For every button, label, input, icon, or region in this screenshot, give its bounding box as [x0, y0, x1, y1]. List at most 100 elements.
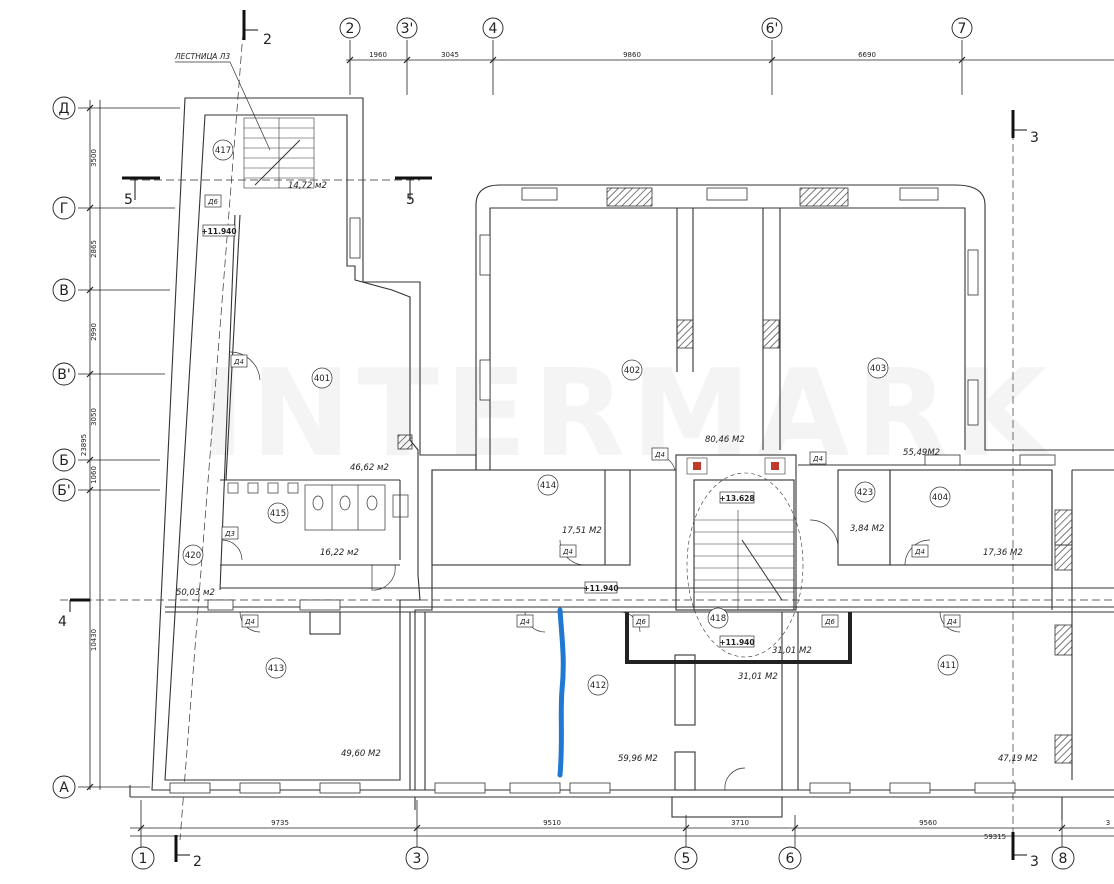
room-number-403: 403	[870, 364, 886, 374]
room-area-401: 46,62 м2	[350, 463, 389, 473]
level-mark-corridor: +11.940	[583, 584, 618, 593]
stair-418-vents	[693, 462, 779, 470]
dim-9735: 9735	[271, 819, 289, 827]
dim-2865: 2865	[90, 240, 98, 258]
room-number-413: 413	[268, 664, 284, 674]
level-mark-stair-bottom: +11.940	[719, 638, 754, 647]
room-area-404: 17,36 М2	[983, 548, 1023, 558]
room-area-418-lower: 31,01 М2	[738, 672, 778, 682]
dim-9560: 9560	[919, 819, 937, 827]
door-tag-d4-402: Д4	[654, 451, 665, 459]
room-number-420: 420	[185, 551, 201, 561]
stair-l3-leader-diag	[229, 61, 271, 151]
section-cut-arrows	[69, 29, 1027, 856]
stair-l3-label: ЛЕСТНИЦА Л3	[174, 52, 230, 61]
room-area-418: 31,01 М2	[772, 646, 812, 656]
room-number-417: 417	[215, 146, 231, 156]
dim-1060: 1060	[90, 466, 98, 484]
axis-label-4: 4	[489, 21, 498, 37]
room-number-411: 411	[940, 661, 956, 671]
door-tag-d6-418-right: Д6	[824, 618, 835, 626]
dimension-lines	[78, 40, 1114, 848]
level-mark-417: +11.940	[201, 227, 236, 236]
room-number-402: 402	[624, 366, 640, 376]
room-number-412: 412	[590, 681, 606, 691]
room-area-402: 80,46 М2	[705, 435, 745, 445]
building-walls	[129, 97, 1114, 820]
door-tag-d6-417: Д6	[207, 198, 218, 206]
axis-label-2: 2	[346, 21, 355, 37]
room-number-423: 423	[857, 488, 873, 498]
room-area-411: 47,19 М2	[998, 754, 1038, 764]
axis-label-5: 5	[682, 851, 691, 867]
axis-label-G: Г	[60, 201, 69, 217]
level-mark-stair-top: +13.628	[719, 494, 754, 503]
cut-label-3-bottom: 3	[1030, 854, 1039, 870]
cut-label-5-left: 5	[124, 192, 133, 208]
axis-label-3prime: 3'	[401, 21, 414, 37]
cut-label-2-bottom: 2	[193, 854, 202, 870]
section-cut-lines	[60, 19, 1114, 841]
axis-label-D: Д	[59, 101, 70, 117]
stair-417-treads	[243, 117, 315, 189]
room-area-403: 55,49М2	[903, 448, 940, 458]
door-tag-d4-403: Д4	[812, 455, 823, 463]
cut-label-4: 4	[58, 614, 67, 630]
dim-partial: 3	[1106, 819, 1110, 827]
axis-label-B: Б	[59, 453, 69, 469]
door-tag-d4-401: Д4	[233, 358, 244, 366]
room-number-404: 404	[932, 493, 948, 503]
door-tag-d6-418-left: Д6	[635, 618, 646, 626]
door-tag-d4-414: Д4	[562, 548, 573, 556]
bottom-axis-markers	[131, 846, 1075, 870]
axis-label-V: В	[59, 283, 69, 299]
door-tag-d4-413: Д4	[244, 618, 255, 626]
dim-9510: 9510	[543, 819, 561, 827]
left-axis-markers	[52, 96, 76, 799]
top-axis-markers	[339, 17, 973, 39]
door-tag-boxes	[204, 194, 961, 628]
dim-23895: 23895	[80, 434, 88, 456]
room-number-414: 414	[540, 481, 556, 491]
axis-label-8: 8	[1059, 851, 1068, 867]
room-area-423: 3,84 М2	[850, 524, 884, 534]
door-tag-d4-412: Д4	[519, 618, 530, 626]
level-mark-boxes	[202, 224, 755, 648]
dim-3050: 3050	[90, 408, 98, 426]
cut-label-3-top: 3	[1030, 130, 1039, 146]
stair-418-treads	[686, 457, 804, 658]
toilet-fixtures	[227, 482, 409, 531]
room-area-420: 50,03 м2	[176, 588, 215, 598]
axis-label-6prime: 6'	[766, 21, 779, 37]
blue-marker-line	[557, 607, 566, 778]
room-area-413: 49,60 М2	[341, 749, 381, 759]
room-number-circles	[182, 139, 959, 696]
dim-3500: 3500	[90, 149, 98, 167]
stair-landing-wall	[625, 612, 852, 664]
dim-1960: 1960	[369, 51, 387, 59]
room-number-415: 415	[270, 509, 286, 519]
axis-label-6: 6	[786, 851, 795, 867]
dim-3710: 3710	[731, 819, 749, 827]
dim-3045: 3045	[441, 51, 459, 59]
dimension-ticks	[86, 56, 1066, 832]
axis-label-1: 1	[139, 851, 148, 867]
dim-9860: 9860	[623, 51, 641, 59]
windows	[169, 187, 1056, 794]
dim-59315: 59315	[984, 833, 1006, 841]
door-tag-d4-404: Д4	[914, 548, 925, 556]
cut-label-5-right: 5	[406, 192, 415, 208]
dim-6690: 6690	[858, 51, 876, 59]
room-number-418: 418	[710, 614, 726, 624]
door-tag-d4-411: Д4	[946, 618, 957, 626]
axis-label-7: 7	[958, 21, 967, 37]
room-area-415: 16,22 м2	[320, 548, 359, 558]
room-area-414: 17,51 М2	[562, 526, 602, 536]
room-area-417: 14,72 м2	[288, 181, 327, 191]
room-number-401: 401	[314, 374, 330, 384]
axis-label-A: А	[59, 780, 69, 796]
axis-label-3: 3	[413, 851, 422, 867]
door-tag-d3-415: Д3	[224, 530, 235, 538]
dim-10430: 10430	[90, 629, 98, 651]
